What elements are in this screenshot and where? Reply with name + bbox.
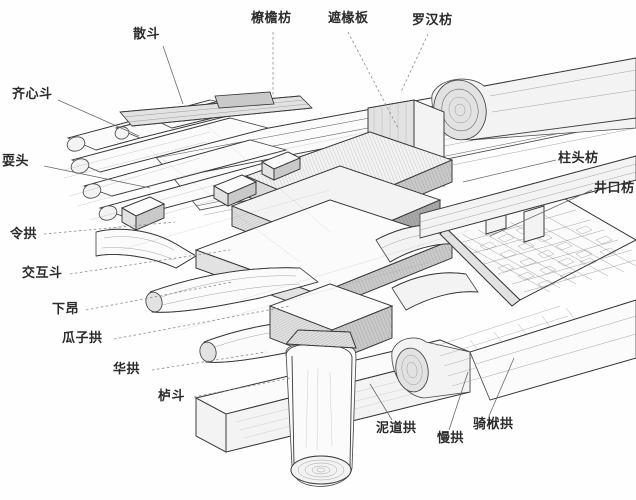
eave-purlin-board [119,91,313,127]
small-blocks-top [120,151,302,231]
column-head-tie-beam [419,155,636,239]
leader-linggong [43,221,176,235]
label-liaoyanfang: 橑檐枋 [251,11,292,26]
label-jiaohudou: 交互斗 [22,266,63,281]
leader-mangong [448,371,469,431]
label-qifugong: 骑栿拱 [473,417,514,432]
leader-guazigong [113,305,291,340]
label-sandou: 散斗 [133,27,161,42]
label-xiaang: 下昂 [52,302,80,317]
label-linggong: 令拱 [10,227,38,242]
bracket-core-group [95,131,479,363]
label-guazigong: 瓜子拱 [62,331,103,346]
leader-huagong [151,351,267,371]
label-jingkoufang: 井口枋 [594,181,635,196]
label-huagong: 华拱 [113,362,141,377]
bracket-arm-curve-left [95,228,197,269]
leader-jiaohudou [69,249,231,275]
leader-ludou [193,377,291,398]
label-zhutoufang: 柱头枋 [558,151,599,166]
construction-guides [119,119,471,331]
xiaang-slanted-arm [145,267,319,313]
bracket-arm-curve-right-2 [391,272,479,311]
label-qixindou: 齐心斗 [12,87,53,102]
round-beam-end-lower [391,337,471,399]
label-ludou: 栌斗 [158,389,186,404]
label-zhechuanban: 遮椽板 [328,11,369,26]
leader-qixindou [57,99,140,137]
leader-qifugong [488,357,515,417]
label-shuatou: 耍头 [2,154,30,169]
leader-nidaogong [369,383,393,421]
leader-xiaang [85,281,233,311]
leader-jingkoufang [489,189,593,237]
leader-zhechuanban [347,31,399,129]
label-luohanfang: 罗汉枋 [412,13,453,28]
leader-zhutoufang [462,159,557,183]
leader-luohanfang [400,33,429,93]
qifugong-plane [469,299,636,401]
column-shaft [285,329,357,487]
round-beam-upper [431,57,636,141]
leader-shuatou [43,165,151,189]
leader-sandou [162,45,184,105]
label-nidaogong: 泥道拱 [376,421,417,436]
label-mangong: 慢拱 [437,431,465,446]
